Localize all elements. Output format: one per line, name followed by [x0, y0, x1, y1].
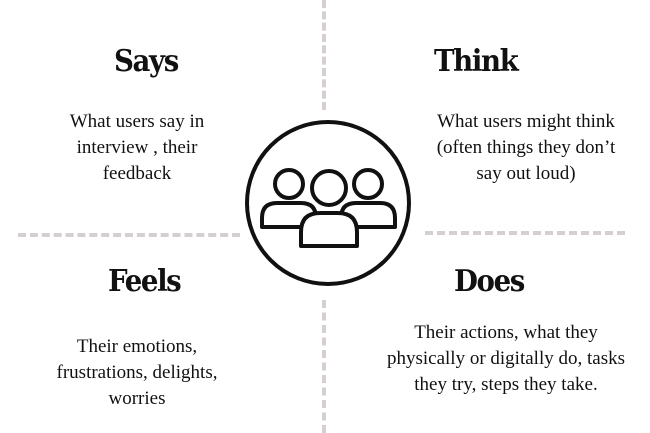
center-person-head-icon [310, 169, 348, 207]
quadrant-text-feels: Their emotions, frustrations, delights, … [56, 336, 218, 409]
quadrant-text-does: Their actions, what they physically or d… [386, 322, 625, 395]
quadrant-title-says: Says [114, 44, 179, 79]
quadrant-text-says: What users say in interview , their feed… [69, 111, 205, 184]
divider-bottom [322, 300, 326, 433]
users-group-icon [260, 168, 397, 248]
divider-top [322, 0, 326, 110]
divider-right [425, 231, 625, 235]
center-circle [245, 120, 411, 286]
quadrant-text-think: What users might think (often things the… [436, 111, 616, 184]
center-person-body-icon [299, 211, 359, 248]
right-person-head-icon [352, 168, 384, 200]
quadrant-title-does: Does [454, 264, 525, 299]
divider-left [18, 233, 240, 237]
quadrant-title-think: Think [434, 44, 519, 79]
left-person-head-icon [273, 168, 305, 200]
quadrant-title-feels: Feels [108, 264, 182, 299]
